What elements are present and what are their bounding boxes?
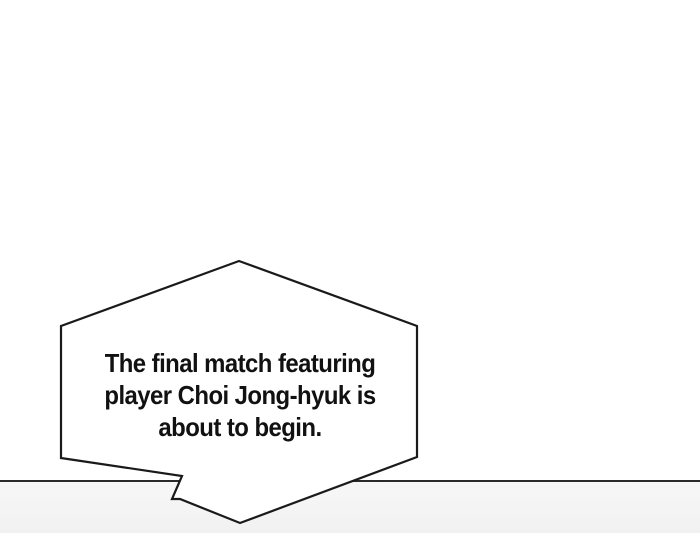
dialogue-line-2: player Choi Jong-hyuk is (104, 380, 376, 410)
speech-bubble-outline (59, 259, 419, 525)
dialogue-line-3: about to begin. (158, 412, 322, 442)
dialogue-line-1: The final match featuring (104, 348, 376, 378)
dialogue-text: The final match featuring player Choi Jo… (85, 347, 394, 443)
floor-area (0, 481, 700, 533)
